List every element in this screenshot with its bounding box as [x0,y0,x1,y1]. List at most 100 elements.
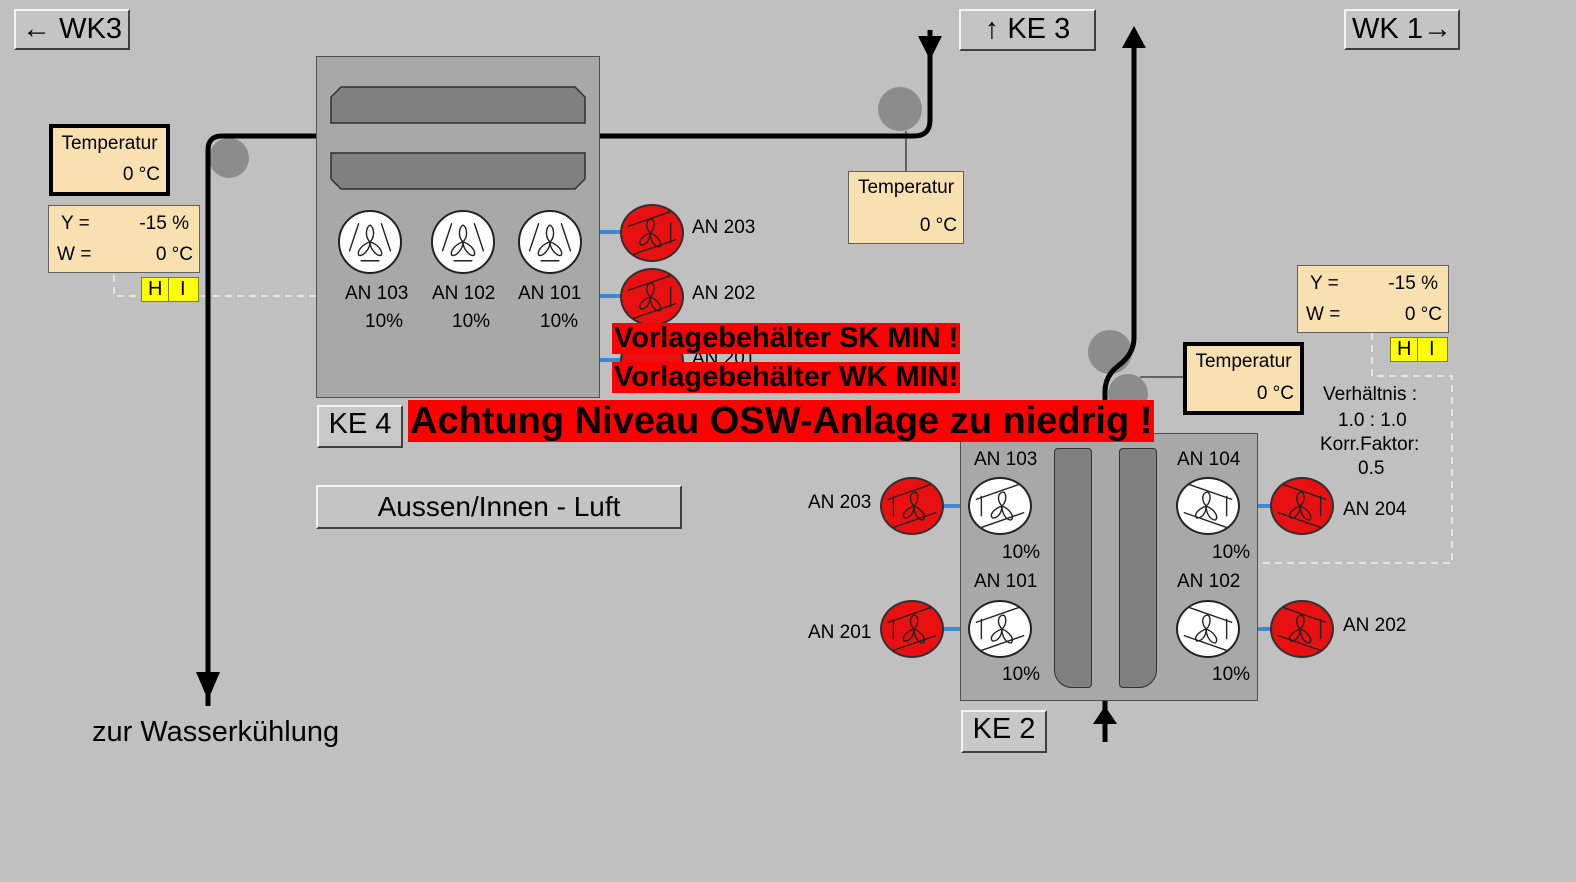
pump-an203-ke4[interactable] [620,204,684,262]
alarm-sk-min: Vorlagebehälter SK MIN ! [612,322,961,354]
sensor-right-upper [1088,330,1132,374]
w-value-right: 0 °C [1404,304,1442,325]
fan-an101-ke4[interactable] [518,210,582,274]
pump-label-an201-ke2: AN 201 [808,622,872,643]
temp-label-mid: Temperatur [857,177,955,198]
pump-an204-ke2[interactable] [1270,477,1334,535]
pipe-supply-right [1102,40,1137,742]
fan-label-an101-ke4: AN 101 [518,283,582,304]
temp-box-mid[interactable]: Temperatur 0 °C [848,171,964,244]
hi-h-left: H [148,278,163,300]
fan-pct-an103-ke4: 10% [365,311,404,332]
fan-pct-an101-ke2: 10% [1002,664,1041,685]
fan-an102-ke2[interactable] [1176,600,1240,658]
temp-value-mid: 0 °C [919,215,957,236]
fan-label-an104-ke2: AN 104 [1177,449,1241,470]
temp-box-left[interactable]: Temperatur 0 °C [49,124,170,196]
alarm-wk-min: Vorlagebehälter WK MIN! [612,361,961,393]
pump-icon [1277,606,1327,652]
arrow-down-wasserkuehlung [196,672,220,700]
ratio-value: 1.0 : 1.0 [1338,410,1407,431]
fan-icon [528,223,572,262]
temp-label-left: Temperatur [61,133,158,154]
pump-icon [627,210,677,256]
fan-icon [348,223,392,262]
fan-icon [1183,483,1233,529]
pump-label-an204-ke2: AN 204 [1343,499,1407,520]
sensor-left [209,138,249,178]
fan-an103-ke4[interactable] [338,210,402,274]
w-label-right: W = [1306,304,1341,325]
pump-icon [1277,483,1327,529]
pump-label-an202-ke2: AN 202 [1343,615,1407,636]
pump-icon [887,606,937,652]
fan-icon [441,223,485,262]
temp-value-left: 0 °C [122,164,160,185]
ke2-label[interactable]: KE 2 [961,710,1047,753]
hi-i-left: I [180,278,186,300]
hi-indicator-left[interactable]: H I [141,277,199,302]
fan-an101-ke2[interactable] [968,600,1032,658]
y-value-right: -15 % [1388,273,1438,294]
hi-i-right: I [1429,338,1435,360]
control-link-right [1258,333,1453,564]
fan-pct-an104-ke2: 10% [1212,542,1251,563]
temp-label-right: Temperatur [1195,351,1292,372]
fan-an102-ke4[interactable] [431,210,495,274]
pump-icon [627,274,677,320]
corr-factor-value: 0.5 [1358,458,1385,479]
nav-wk1-button[interactable]: WK 1→ [1344,9,1460,50]
hi-indicator-right[interactable]: H I [1390,337,1448,362]
zur-wasserkuehlung-label: zur Wasserkühlung [92,716,340,748]
fan-icon [1183,606,1233,652]
fan-pct-an103-ke2: 10% [1002,542,1041,563]
fan-pct-an102-ke2: 10% [1212,664,1251,685]
pump-an201-ke2[interactable] [880,600,944,658]
hi-h-right: H [1397,338,1412,360]
arrow-up-bottom [1093,706,1117,724]
fan-label-an103-ke2: AN 103 [974,449,1038,470]
control-link-left [113,275,318,297]
yw-box-left[interactable]: Y = -15 % W = 0 °C [48,205,200,273]
w-value-left: 0 °C [155,244,193,265]
pump-label-an203-ke2: AN 203 [808,492,872,513]
nav-ke3-button[interactable]: ↑ KE 3 [959,9,1096,51]
temp-value-right: 0 °C [1256,383,1294,404]
nav-wk3-button[interactable]: ← WK3 [14,9,130,50]
aussen-innen-luft-button[interactable]: Aussen/Innen - Luft [316,485,682,529]
ke4-coils [330,86,586,190]
corr-factor-label: Korr.Faktor: [1320,434,1420,455]
temp-box-right[interactable]: Temperatur 0 °C [1183,342,1304,415]
fan-label-an103-ke4: AN 103 [345,283,409,304]
ratio-label: Verhältnis : [1323,384,1417,405]
y-value-left: -15 % [139,213,189,234]
fan-icon [975,606,1025,652]
arrow-up-top [1122,26,1146,48]
ke2-unit [960,433,1258,701]
pump-label-an203-ke4: AN 203 [692,217,756,238]
fan-an104-ke2[interactable] [1176,477,1240,535]
arrow-down-ke3 [918,36,942,60]
ke2-coil-right [1119,448,1157,688]
nav-wk1-label: WK 1→ [1352,13,1452,45]
y-label-left: Y = [61,213,90,234]
ke2-coil-left [1054,448,1092,688]
pump-an202-ke2[interactable] [1270,600,1334,658]
fan-label-an101-ke2: AN 101 [974,571,1038,592]
fan-icon [975,483,1025,529]
pump-label-an202-ke4: AN 202 [692,283,756,304]
alarm-niveau-osw: Achtung Niveau OSW-Anlage zu niedrig ! [408,400,1155,442]
pump-an202-ke4[interactable] [620,268,684,326]
fan-label-an102-ke4: AN 102 [432,283,496,304]
yw-box-right[interactable]: Y = -15 % W = 0 °C [1297,265,1449,333]
fan-pct-an102-ke4: 10% [452,311,491,332]
fan-label-an102-ke2: AN 102 [1177,571,1241,592]
y-label-right: Y = [1310,273,1339,294]
fan-an103-ke2[interactable] [968,477,1032,535]
sensor-mid [878,87,922,131]
ke4-label[interactable]: KE 4 [317,405,403,448]
aussen-innen-label: Aussen/Innen - Luft [377,491,621,522]
pump-an203-ke2[interactable] [880,477,944,535]
nav-wk3-label: ← WK3 [22,13,122,45]
pump-icon [887,483,937,529]
